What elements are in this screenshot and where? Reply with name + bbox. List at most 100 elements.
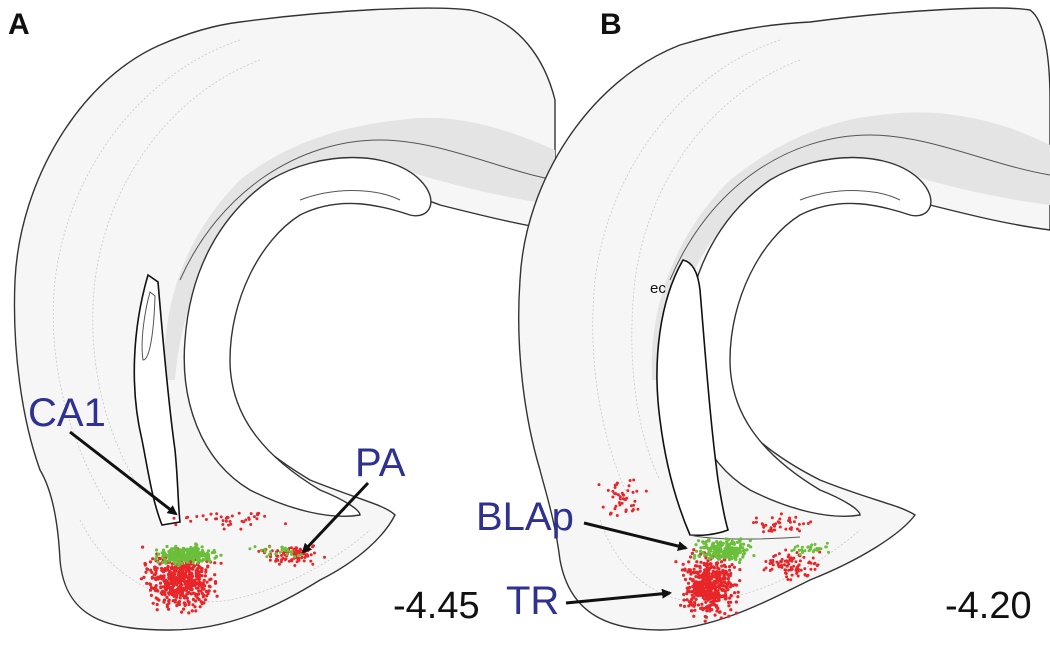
cell-marker — [182, 553, 186, 557]
cell-marker — [160, 551, 164, 555]
cell-marker — [169, 586, 173, 590]
cell-marker — [787, 553, 791, 557]
cell-marker — [716, 591, 721, 595]
cell-marker — [300, 556, 304, 560]
coordinate-b: -4.20 — [945, 585, 1032, 627]
cell-marker — [726, 548, 731, 552]
cell-marker — [601, 505, 605, 509]
cell-marker — [699, 546, 703, 550]
cell-marker — [167, 549, 171, 554]
cell-marker — [145, 581, 149, 586]
cell-marker — [723, 576, 727, 580]
cell-marker — [182, 551, 186, 555]
cell-marker — [735, 540, 740, 545]
cell-marker — [717, 610, 722, 614]
cell-marker — [720, 564, 724, 568]
cell-marker — [253, 545, 257, 549]
cell-marker — [168, 572, 172, 576]
cell-marker — [166, 565, 170, 569]
cell-marker — [714, 587, 718, 591]
cell-marker — [156, 577, 160, 581]
cell-marker — [699, 549, 703, 554]
cell-marker — [725, 572, 730, 576]
cell-marker — [193, 545, 197, 549]
cell-marker — [176, 564, 181, 568]
cell-marker — [185, 516, 188, 520]
cell-marker — [203, 552, 207, 556]
cell-marker — [184, 583, 188, 587]
cell-marker — [691, 589, 695, 593]
cell-marker — [142, 575, 146, 580]
brain-section-outline-a — [13, 7, 556, 631]
cell-marker — [730, 547, 734, 551]
cell-marker — [792, 520, 796, 524]
cell-marker — [715, 585, 719, 589]
cell-marker — [151, 601, 155, 605]
cell-marker — [620, 491, 624, 495]
cell-marker — [754, 516, 758, 520]
cell-marker — [721, 541, 725, 545]
cell-marker — [203, 598, 208, 602]
cell-marker — [695, 560, 699, 564]
cell-marker — [686, 589, 690, 594]
cell-marker — [813, 542, 817, 546]
cell-marker — [205, 580, 209, 584]
cell-markers-panel-b — [597, 478, 830, 623]
cell-marker — [752, 521, 755, 525]
cell-marker — [286, 549, 289, 553]
cell-marker — [690, 593, 694, 597]
cell-marker — [186, 560, 190, 564]
cell-marker — [681, 573, 686, 577]
cell-marker — [741, 546, 745, 550]
cell-marker — [178, 553, 182, 557]
cell-marker — [208, 578, 212, 582]
cell-marker — [193, 605, 197, 609]
cell-marker — [692, 556, 696, 560]
cell-marker — [171, 576, 175, 580]
cell-marker — [803, 567, 807, 571]
cell-marker — [287, 559, 291, 563]
cell-marker — [161, 548, 166, 552]
cell-marker — [230, 514, 234, 518]
cell-marker — [696, 603, 701, 607]
cell-marker — [764, 523, 768, 527]
cell-marker — [219, 561, 223, 565]
cell-marker — [190, 572, 194, 577]
cell-marker — [806, 522, 810, 525]
cell-marker — [736, 595, 740, 599]
cell-marker — [190, 609, 194, 613]
cell-marker — [726, 588, 730, 592]
cell-marker — [202, 587, 206, 591]
cell-marker — [176, 591, 180, 595]
cell-marker — [711, 569, 715, 574]
cell-marker — [687, 600, 692, 604]
cell-marker — [215, 512, 219, 516]
cell-marker — [187, 600, 191, 605]
cell-marker — [784, 572, 788, 575]
cell-marker — [703, 545, 707, 550]
cell-marker — [177, 600, 182, 604]
cell-marker — [173, 580, 177, 584]
cell-marker — [720, 594, 724, 599]
arrow-ca1 — [69, 430, 178, 516]
cell-marker — [816, 563, 820, 567]
cell-marker — [808, 560, 811, 564]
cell-marker — [679, 603, 683, 607]
cell-marker — [170, 562, 174, 566]
cell-marker — [784, 548, 788, 552]
cell-marker — [204, 518, 208, 521]
cell-marker — [302, 559, 306, 563]
label-ec: ec — [650, 280, 666, 297]
cell-marker — [195, 568, 199, 572]
cell-marker — [627, 484, 631, 488]
cell-marker — [727, 604, 731, 608]
cell-marker — [162, 574, 166, 578]
cell-marker — [309, 553, 313, 557]
cell-marker — [707, 587, 711, 591]
cell-marker — [621, 497, 625, 501]
cell-marker — [813, 567, 817, 571]
cell-marker — [694, 597, 698, 602]
cell-marker — [722, 584, 726, 588]
cell-marker — [699, 587, 703, 592]
cell-marker — [713, 613, 717, 617]
